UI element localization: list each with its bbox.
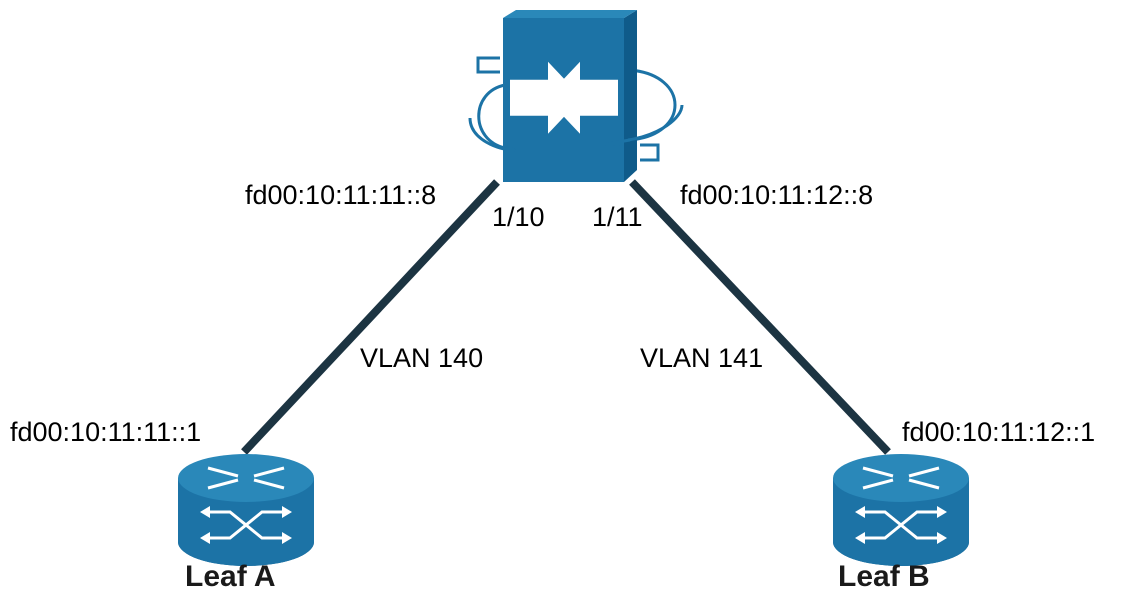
switch-ip-link-b: fd00:10:11:12::8 (680, 180, 874, 210)
vlan-label-link-b: VLAN 141 (640, 343, 764, 373)
router-icon (833, 454, 969, 566)
router-icon (178, 454, 314, 566)
vlan-label-link-a: VLAN 140 (360, 343, 484, 373)
leaf-a-name: Leaf A (185, 560, 276, 593)
link-switch-leaf-a (241, 179, 500, 455)
leaf-a-ip: fd00:10:11:11::1 (10, 417, 202, 447)
switch-ip-link-a: fd00:10:11:11::8 (245, 180, 437, 210)
leaf-b-ip: fd00:10:11:12::1 (902, 417, 1096, 447)
switch-port-link-a: 1/10 (492, 202, 545, 232)
switch-port-link-b: 1/11 (592, 202, 643, 232)
leaf-b-name: Leaf B (838, 560, 930, 593)
link-switch-leaf-b (629, 179, 891, 455)
layer3-switch-icon (468, 10, 684, 182)
